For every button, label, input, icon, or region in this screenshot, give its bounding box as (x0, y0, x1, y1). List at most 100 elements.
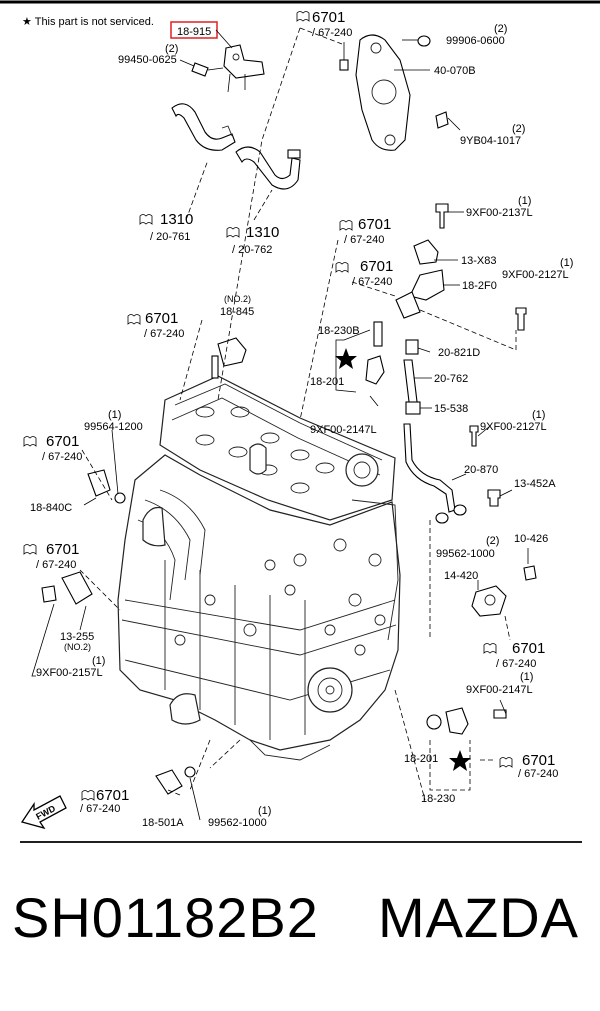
ref-1310: 1310 (160, 211, 193, 228)
bolt-9XF00-2127L-upper (515, 307, 527, 331)
ref-67-240: / 67-240 (144, 328, 184, 340)
label-18-201: 18-201 (310, 376, 344, 388)
bolt-9YB04-1017 (435, 111, 449, 129)
sensor-18-845 (217, 337, 247, 367)
ref-6701: 6701 (360, 258, 393, 275)
qty: (2) (512, 123, 525, 135)
label-13-X83: 13-X83 (461, 255, 496, 267)
label-99906-0600: 99906-0600 (446, 35, 505, 47)
label-18-2F0: 18-2F0 (462, 280, 497, 292)
sensor-18-230B (365, 355, 385, 385)
ref-6701: 6701 (46, 541, 79, 558)
label-20-870: 20-870 (464, 464, 498, 476)
bracket-40-070B (355, 34, 411, 151)
label-40-070B: 40-070B (434, 65, 476, 77)
ref-67-240: / 67-240 (36, 559, 76, 571)
qty: (NO.2) (64, 642, 91, 652)
label-9XF00-2147L: 9XF00-2147L (466, 684, 533, 696)
ref-1310: 1310 (246, 224, 279, 241)
book-reference-icon (23, 11, 513, 801)
qty: (2) (165, 43, 178, 55)
label-18-845: 18-845 (220, 306, 254, 318)
qty: (1) (520, 671, 533, 683)
highlight-box (170, 21, 218, 39)
hose-clamp (287, 149, 301, 159)
star-icon (335, 348, 357, 369)
bolt-10-426 (523, 565, 537, 581)
hose-20-761 (171, 103, 236, 151)
not-serviced-note: ★ This part is not serviced. (22, 16, 154, 28)
label-99562-1000: 99562-1000 (208, 817, 267, 829)
qty: (1) (108, 409, 121, 421)
label-9XF00-2137L: 9XF00-2137L (466, 207, 533, 219)
label-13-255: 13-255 (60, 631, 94, 643)
label-9XF00-2147L: 9XF00-2147L (310, 424, 377, 436)
label-15-538: 15-538 (434, 403, 468, 415)
ref-6701: 6701 (358, 216, 391, 233)
qty: (2) (486, 535, 499, 547)
qty: (1) (560, 257, 573, 269)
bolt-13-452A (487, 489, 501, 507)
label-14-420: 14-420 (444, 570, 478, 582)
leader-lines (31, 27, 529, 821)
ref-67-240: / 67-240 (518, 768, 558, 780)
qty: (1) (518, 195, 531, 207)
ref-67-240: / 67-240 (80, 803, 120, 815)
sensor-13-X83 (413, 239, 439, 265)
ref-6701: 6701 (522, 752, 555, 769)
ref-20-761: / 20-761 (150, 231, 190, 243)
clamp-15-538 (405, 401, 421, 415)
stud (373, 321, 383, 347)
label-18-201: 18-201 (404, 753, 438, 765)
label-9XF00-2157L: 9XF00-2157L (36, 667, 103, 679)
label-9XF00-2127L: 9XF00-2127L (480, 421, 547, 433)
caption-part-number: SH01182B2 (12, 886, 319, 949)
ref-67-240: / 67-240 (344, 234, 384, 246)
ref-6701: 6701 (46, 433, 79, 450)
ref-6701: 6701 (312, 9, 345, 26)
bolt-99450-0625 (179, 59, 224, 77)
washer-99564-1200 (114, 492, 126, 504)
bolt-9XF00-2137L (435, 203, 449, 229)
ref-67-240: / 67-240 (42, 451, 82, 463)
label-18-915: 18-915 (177, 26, 211, 38)
ref-6701: 6701 (96, 787, 129, 804)
oring-18-201 (426, 714, 442, 730)
qty: (1) (258, 805, 271, 817)
washer-99906-0600 (417, 35, 431, 47)
label-20-821D: 20-821D (438, 347, 480, 359)
label-18-501A: 18-501A (142, 817, 184, 829)
ref-67-240: / 67-240 (352, 276, 392, 288)
fwd-arrow-icon: FWD (20, 795, 67, 830)
ref-6701: 6701 (512, 640, 545, 657)
caption-make: MAZDA (378, 886, 579, 949)
sensor-18-230 (445, 707, 469, 735)
qty: (1) (532, 409, 545, 421)
qty: (1) (92, 655, 105, 667)
ref-6701: 6701 (145, 310, 178, 327)
bolt-9XF00-2157L (41, 585, 57, 603)
sensor-13-255 (61, 571, 93, 605)
gasket-99562-1000-a (435, 512, 449, 524)
bracket-foot (395, 291, 421, 319)
qty: (NO.2) (224, 294, 251, 304)
hose-20-762 (235, 146, 301, 190)
pipe-20-870 (403, 423, 456, 513)
label-18-230: 18-230 (421, 793, 455, 805)
bracket-hole (370, 42, 382, 54)
label-18-230B: 18-230B (318, 325, 360, 337)
label-9YB04-1017: 9YB04-1017 (460, 135, 521, 147)
bolt-9XF00-2127L-lower (469, 425, 479, 447)
label-18-840C: 18-840C (30, 502, 72, 514)
label-10-426: 10-426 (514, 533, 548, 545)
ref-20-762: / 20-762 (232, 244, 272, 256)
hose-20-821D (405, 339, 419, 355)
part-labels: 18-915 (2) 99450-0625 6701 / 67-240 (2) … (30, 9, 573, 829)
bolt-9XF00-2147L-lower (493, 709, 507, 719)
label-20-762: 20-762 (434, 373, 468, 385)
ref-67-240: / 67-240 (312, 27, 352, 39)
label-99564-1200: 99564-1200 (84, 421, 143, 433)
label-9XF00-2127L: 9XF00-2127L (502, 269, 569, 281)
qty: (2) (494, 23, 507, 35)
